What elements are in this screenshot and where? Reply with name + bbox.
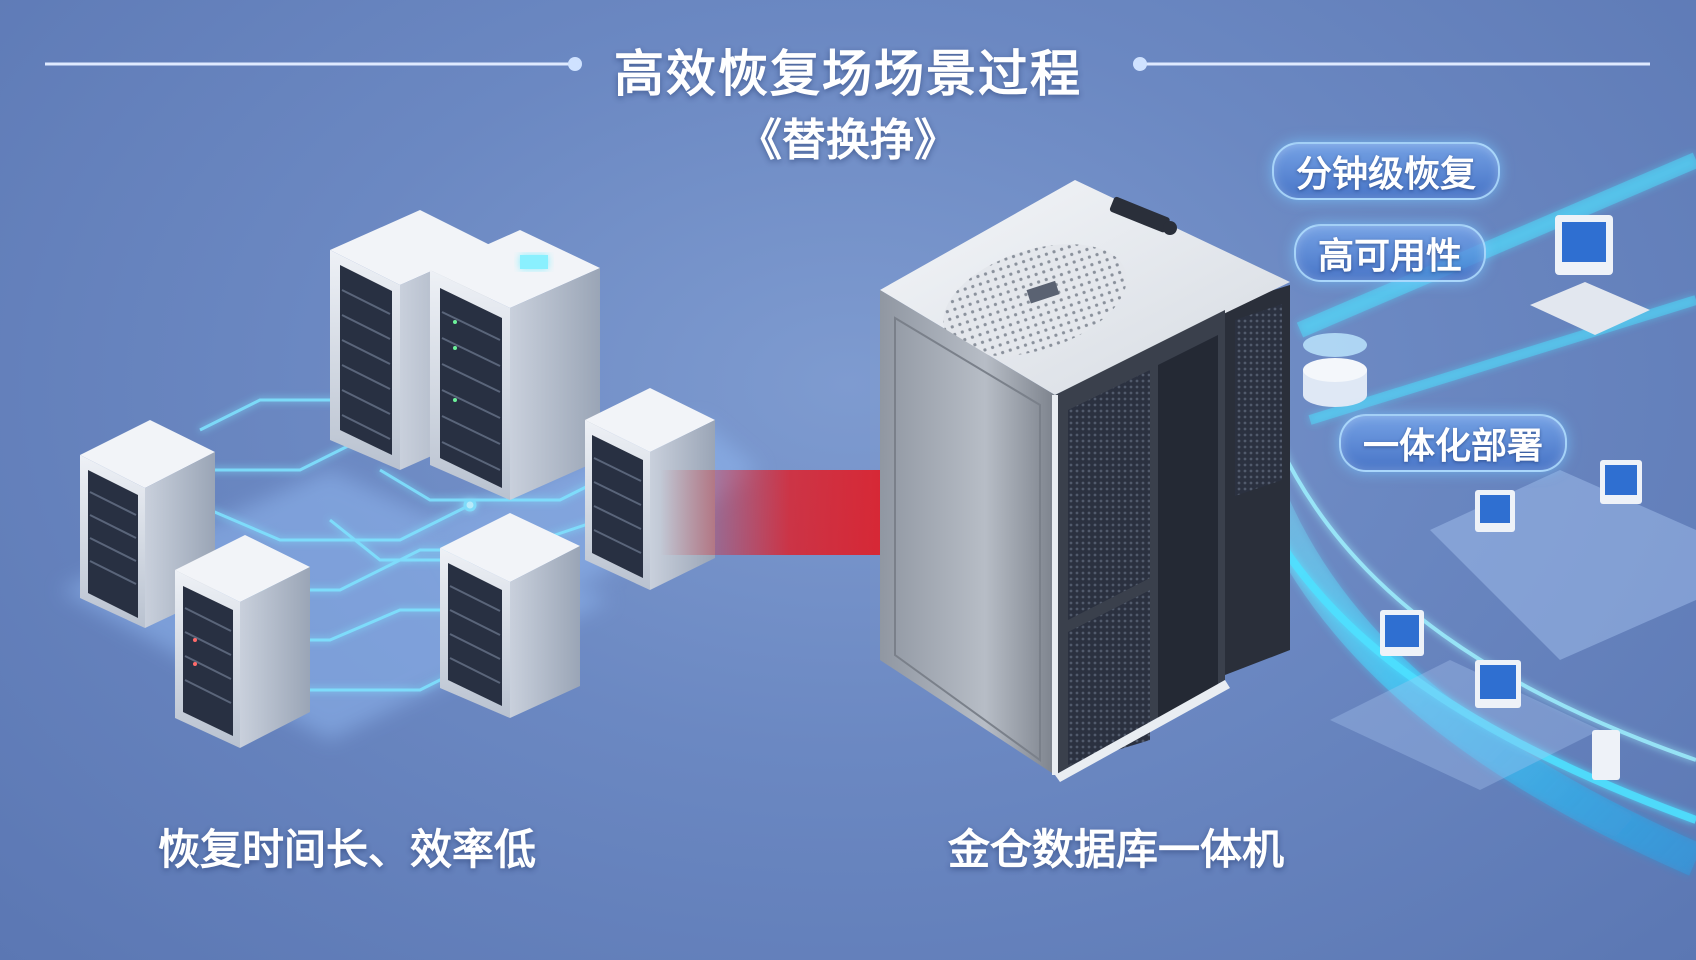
server-rack-2 [430,230,600,500]
server-rack-4 [175,535,310,748]
title-decoration [45,57,1650,71]
server-rack-5 [440,513,580,718]
page-title: 高效恢复场场景过程 [614,45,1082,103]
database-icon [1303,333,1367,407]
computer-icon [1600,460,1642,504]
page-subtitle: 《替换挣》 [738,115,958,166]
computer-icon [1530,215,1650,335]
database-appliance [880,180,1290,782]
badge-integrated-deployment: 一体化部署 [1339,414,1568,472]
computer-icon [1475,490,1515,532]
badge-high-availability: 高可用性 [1294,224,1487,282]
badge-minute-recovery: 分钟级恢复 [1272,142,1501,200]
caption-appliance: 金仓数据库一体机 [948,825,1285,874]
caption-legacy: 恢复时间长、效率低 [158,825,537,874]
client-network [1303,215,1696,790]
computer-icon [1380,610,1424,656]
server-icon [1592,730,1620,780]
computer-icon [1475,660,1521,708]
